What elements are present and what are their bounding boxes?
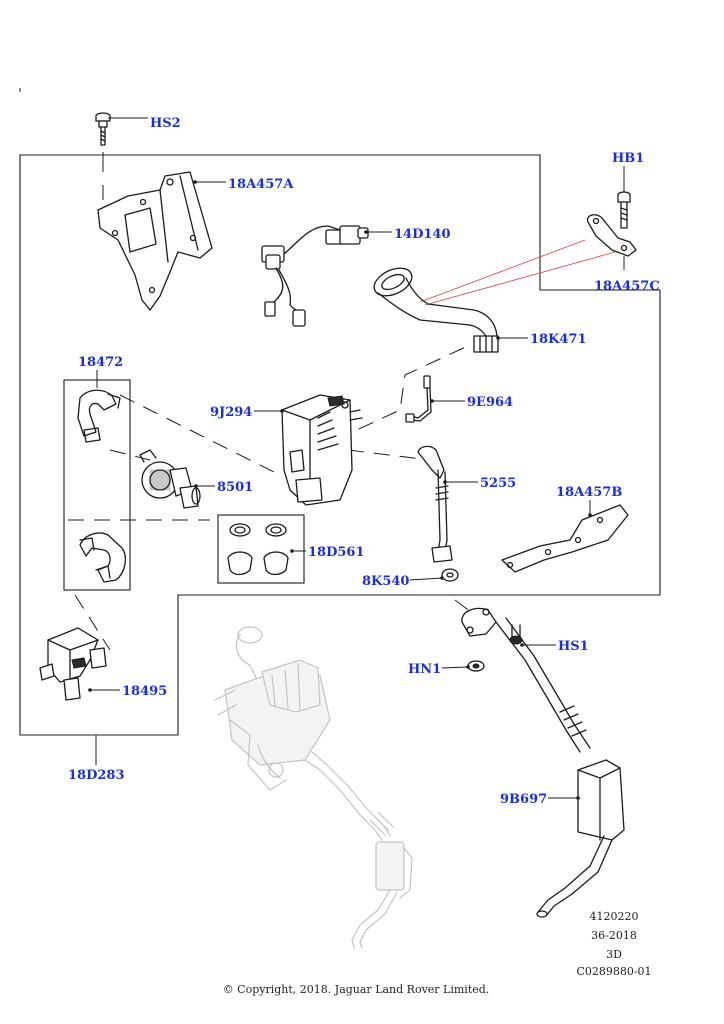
reference-line: 3D bbox=[606, 948, 622, 961]
hb1-bolt bbox=[617, 191, 631, 229]
callout-5255: 5255 bbox=[480, 476, 516, 491]
callout-18472: 18472 bbox=[78, 355, 123, 370]
pump-8501 bbox=[139, 449, 201, 509]
harness-14d140 bbox=[261, 225, 369, 327]
bracket-18a457a bbox=[97, 171, 213, 311]
red-guide-line bbox=[419, 239, 586, 303]
leader-lines bbox=[88, 117, 625, 800]
assembly-frame bbox=[19, 154, 661, 736]
reference-line: C0289880-01 bbox=[576, 965, 651, 978]
installed-ghost-view bbox=[214, 626, 413, 949]
callout-hb1: HB1 bbox=[612, 151, 644, 166]
dashed-connection bbox=[454, 599, 476, 616]
callout-hs2: HS2 bbox=[150, 116, 181, 131]
silencer-9b697 bbox=[495, 617, 625, 918]
grommet-box bbox=[217, 514, 305, 584]
grommets-18d561 bbox=[227, 523, 289, 576]
callout-18a457a: 18A457A bbox=[228, 177, 294, 192]
valve-18495 bbox=[39, 627, 107, 701]
bracket-18a457c bbox=[586, 214, 637, 270]
dashed-connection bbox=[119, 394, 281, 476]
reference-line: 36-2018 bbox=[591, 929, 637, 942]
dashed-connection bbox=[109, 449, 151, 461]
callout-8501: 8501 bbox=[217, 480, 253, 495]
hs1-stud bbox=[509, 624, 523, 645]
red-guide-line bbox=[424, 251, 616, 306]
callout-hs1: HS1 bbox=[558, 639, 589, 654]
exhaust-flange bbox=[461, 607, 497, 637]
bracket-18a457b bbox=[501, 504, 629, 573]
copyright-notice: © Copyright, 2018. Jaguar Land Rover Lim… bbox=[223, 983, 490, 996]
hose-18472-lower bbox=[79, 532, 127, 583]
reference-block: 4120220 36-2018 3D C0289880-01 bbox=[576, 910, 651, 978]
callout-18a457c: 18A457C bbox=[594, 279, 660, 294]
callout-14d140: 14D140 bbox=[394, 227, 451, 242]
callout-9j294: 9J294 bbox=[210, 405, 252, 420]
dashed-connection bbox=[74, 594, 111, 651]
hose-18472 bbox=[77, 389, 121, 443]
callout-9e964: 9E964 bbox=[467, 395, 513, 410]
callout-hn1: HN1 bbox=[408, 662, 441, 677]
callout-18d283: 18D283 bbox=[68, 768, 125, 783]
heater-9j294 bbox=[281, 394, 363, 506]
pipe-18k471 bbox=[373, 267, 499, 353]
clamp-8k540 bbox=[441, 568, 459, 582]
callout-9b697: 9B697 bbox=[500, 792, 547, 807]
callout-18a457b: 18A457B bbox=[556, 485, 622, 500]
reference-line: 4120220 bbox=[590, 910, 639, 923]
callout-18495: 18495 bbox=[122, 684, 167, 699]
callout-18d561: 18D561 bbox=[308, 545, 365, 560]
pipe-5255 bbox=[417, 445, 453, 563]
fuel-line-9e964 bbox=[405, 375, 432, 423]
dashed-connection bbox=[347, 449, 431, 461]
callout-18k471: 18K471 bbox=[530, 332, 587, 347]
hn1-nut bbox=[467, 660, 485, 672]
hs2-bolt bbox=[95, 112, 111, 200]
dashed-connection bbox=[334, 344, 471, 441]
callout-8k540: 8K540 bbox=[362, 574, 409, 589]
